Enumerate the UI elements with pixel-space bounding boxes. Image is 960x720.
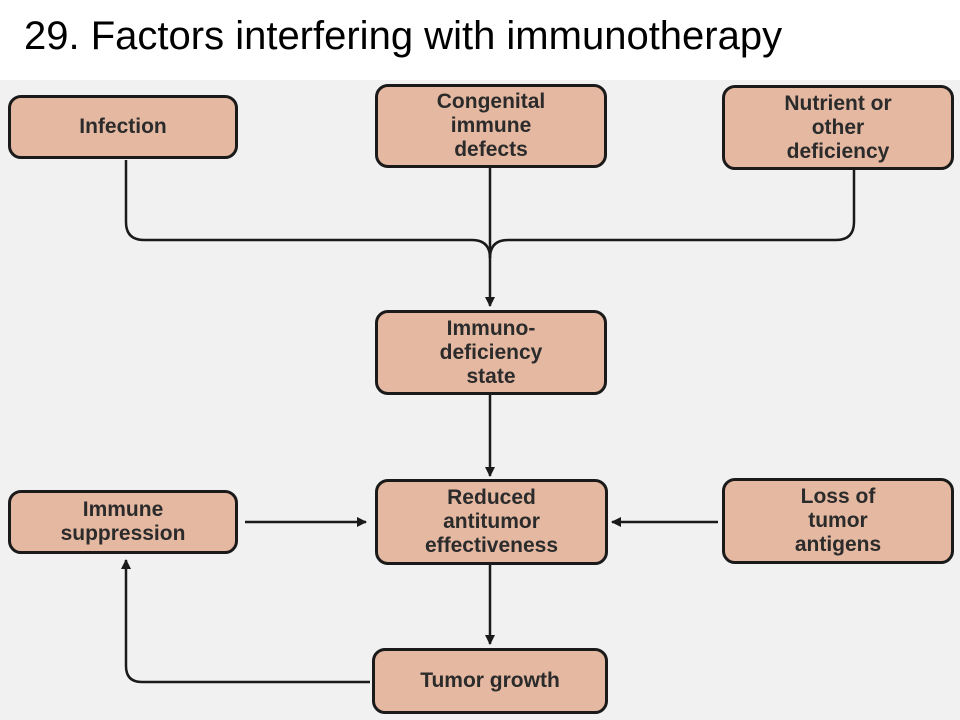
node-growth-label: Tumor growth [420, 669, 560, 692]
node-nutrient-deficiency: Nutrient or other deficiency [722, 85, 954, 170]
node-suppression-label: Immune suppression [60, 498, 186, 545]
arrow-growth-to-suppression [121, 559, 370, 684]
node-nutrient-label: Nutrient or other deficiency [784, 91, 892, 163]
node-congenital-immune-defects: Congenital immune defects [375, 84, 607, 168]
node-immune-suppression: Immune suppression [8, 490, 238, 554]
node-loss-label: Loss of tumor antigens [794, 485, 882, 556]
connector-infection-to-merge [124, 160, 492, 259]
node-loss-of-tumor-antigens: Loss of tumor antigens [722, 478, 954, 564]
slide-title: 29. Factors interfering with immunothera… [24, 14, 783, 58]
node-immunodeficiency-label: Immuno- deficiency state [439, 316, 543, 388]
node-reduced-label: Reduced antitumor effectiveness [424, 486, 559, 557]
node-tumor-growth: Tumor growth [372, 648, 608, 714]
node-infection: Infection [8, 95, 238, 159]
connector-nutrient-to-merge [488, 170, 856, 259]
node-congenital-label: Congenital immune defects [436, 90, 546, 161]
node-immunodeficiency-state: Immuno- deficiency state [375, 310, 607, 395]
node-infection-label: Infection [79, 115, 167, 138]
node-reduced-antitumor-effectiveness: Reduced antitumor effectiveness [375, 479, 608, 565]
diagram-panel [0, 80, 960, 720]
